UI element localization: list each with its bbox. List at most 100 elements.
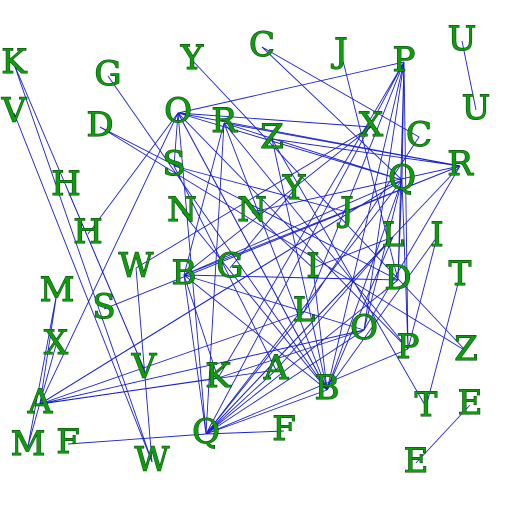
node-label-25: I: [430, 215, 443, 255]
node-label-26: W: [119, 246, 154, 286]
node-label-48: Q: [192, 412, 220, 452]
node-label-24: L: [382, 215, 405, 255]
edge-87: [183, 122, 225, 276]
node-label-1: V: [1, 91, 28, 131]
edges-layer: [13, 40, 477, 464]
node-label-51: E: [404, 441, 429, 481]
edge-33: [326, 236, 394, 391]
edge-53: [39, 291, 58, 405]
edge-13: [39, 112, 179, 405]
edge-72: [181, 211, 328, 391]
edge-51: [39, 311, 305, 405]
edge-57: [13, 112, 153, 463]
edge-49: [39, 179, 403, 405]
node-label-18: H: [51, 164, 81, 204]
node-label-33: S: [92, 287, 115, 327]
edge-36: [183, 274, 328, 391]
edge-48: [177, 112, 328, 391]
edge-46: [205, 369, 277, 435]
edge-34: [326, 236, 438, 391]
node-label-36: X: [44, 323, 69, 363]
edge-67: [67, 433, 207, 445]
edge-65: [415, 404, 471, 464]
edge-8: [397, 61, 405, 281]
edge-85: [271, 138, 427, 408]
node-label-8: U: [462, 88, 491, 128]
edge-43: [217, 329, 365, 379]
edge-22: [205, 179, 403, 435]
node-label-4: C: [249, 25, 275, 65]
node-label-22: J: [337, 190, 354, 230]
edge-45: [205, 348, 409, 435]
edge-76: [223, 122, 403, 181]
edge-4: [303, 61, 405, 313]
node-label-49: F: [272, 409, 296, 449]
edge-68: [205, 430, 285, 435]
edge-58: [191, 59, 467, 352]
edge-0: [261, 46, 403, 181]
node-label-13: C: [406, 115, 432, 155]
edge-12: [177, 112, 403, 181]
edge-26: [397, 179, 403, 281]
edge-61: [107, 75, 328, 391]
edge-16: [223, 122, 328, 391]
edge-91: [177, 112, 372, 128]
edge-77: [87, 112, 179, 235]
edge-6: [177, 61, 405, 114]
edge-82: [183, 274, 219, 379]
node-label-38: Z: [454, 329, 478, 369]
edge-38: [183, 274, 399, 281]
node-label-7: U: [448, 19, 477, 59]
node-label-35: O: [350, 308, 378, 348]
node-label-3: Y: [180, 38, 204, 78]
edge-35: [407, 236, 438, 350]
edge-44: [39, 329, 365, 405]
node-label-0: K: [1, 42, 27, 82]
node-label-37: P: [397, 327, 420, 367]
node-label-44: T: [415, 385, 438, 425]
node-label-14: D: [86, 105, 113, 145]
edge-83: [135, 126, 372, 269]
node-label-6: P: [393, 40, 416, 80]
node-label-29: I: [306, 246, 319, 286]
node-label-19: Y: [282, 168, 306, 208]
edge-42: [205, 329, 365, 435]
node-label-50: W: [135, 440, 170, 480]
edge-30: [363, 165, 461, 331]
edge-64: [425, 275, 461, 408]
edge-90: [261, 46, 420, 138]
edge-21: [173, 165, 277, 371]
edge-88: [363, 179, 403, 331]
edge-47: [205, 389, 328, 435]
edge-18: [223, 122, 409, 350]
edge-66: [461, 40, 477, 111]
node-label-46: M: [11, 424, 46, 464]
edge-89: [205, 61, 405, 435]
edge-73: [183, 126, 372, 276]
edge-27: [401, 179, 409, 350]
node-label-10: R: [211, 101, 238, 141]
node-label-20: N: [167, 190, 197, 230]
node-label-21: N: [237, 190, 267, 230]
edge-74: [303, 136, 420, 313]
edge-70: [173, 165, 348, 213]
edge-84: [251, 211, 314, 269]
node-label-2: G: [94, 54, 121, 94]
edge-3: [403, 61, 409, 350]
node-label-5: J: [331, 31, 348, 71]
node-label-34: L: [293, 290, 316, 330]
edge-71: [229, 189, 295, 269]
edge-32: [205, 236, 394, 435]
edge-78: [39, 377, 219, 405]
node-label-9: O: [164, 91, 192, 131]
node-label-45: E: [458, 383, 483, 423]
edge-62: [312, 236, 394, 269]
edge-80: [65, 185, 145, 370]
node-label-42: B: [315, 368, 340, 408]
edge-24: [326, 179, 403, 391]
node-label-28: G: [216, 246, 243, 286]
edge-40: [205, 279, 399, 435]
node-label-43: A: [27, 382, 53, 422]
node-label-32: M: [40, 270, 75, 310]
